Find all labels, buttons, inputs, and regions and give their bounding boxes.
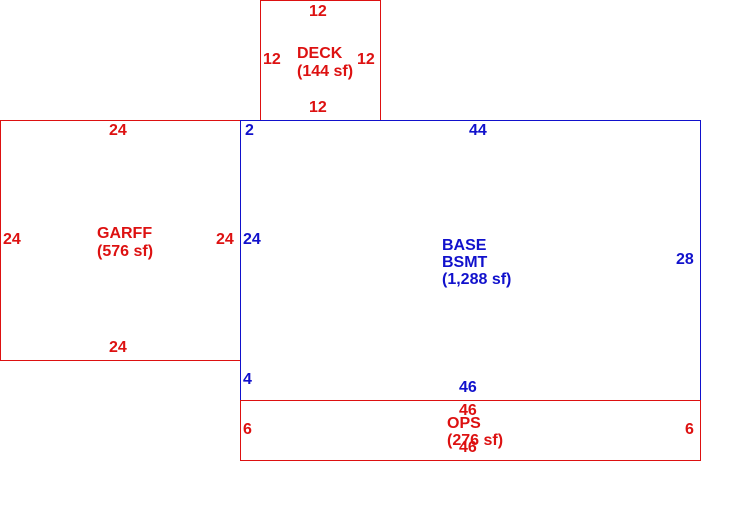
base-dim-top-left: 2 xyxy=(245,122,254,139)
deck-dim-top: 12 xyxy=(309,3,327,20)
base-dim-left: 24 xyxy=(243,231,261,248)
ops-dim-bottom: 46 xyxy=(459,439,477,456)
ops-dim-right: 6 xyxy=(685,421,694,438)
base-name-line2: BSMT xyxy=(442,254,488,271)
deck-dim-left: 12 xyxy=(263,51,281,68)
garff-dim-left: 24 xyxy=(3,231,21,248)
base-dim-right: 28 xyxy=(676,251,694,268)
base-area-sf: (1,288 sf) xyxy=(442,271,512,288)
base-dim-top: 44 xyxy=(469,122,487,139)
deck-dim-right: 12 xyxy=(357,51,375,68)
deck-dim-bottom: 12 xyxy=(309,99,327,116)
ops-name: OPS xyxy=(447,415,481,432)
deck-name: DECK xyxy=(297,45,343,62)
garff-dim-right: 24 xyxy=(216,231,234,248)
garff-dim-top: 24 xyxy=(109,122,127,139)
ops-area[interactable] xyxy=(240,400,701,461)
base-dim-bottom-left: 4 xyxy=(243,371,252,388)
ops-dim-left: 6 xyxy=(243,421,252,438)
ops-dim-top: 46 xyxy=(459,402,477,419)
ops-area-sf: (276 sf) xyxy=(447,432,504,449)
deck-area-sf: (144 sf) xyxy=(297,63,354,80)
garff-name: GARFF xyxy=(97,225,153,242)
garff-area-sf: (576 sf) xyxy=(97,243,154,260)
garff-dim-bottom: 24 xyxy=(109,339,127,356)
base-name-line1: BASE xyxy=(442,237,487,254)
base-dim-bottom: 46 xyxy=(459,379,477,396)
